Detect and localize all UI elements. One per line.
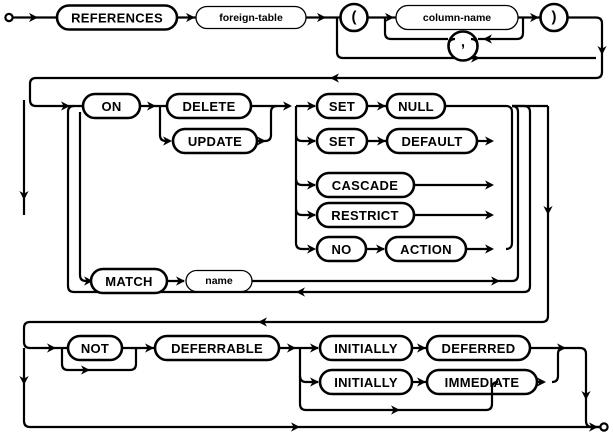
node-delete: DELETE bbox=[165, 92, 253, 120]
node-initially-deferred-initially: INITIALLY bbox=[318, 334, 414, 362]
references-label: REFERENCES bbox=[71, 11, 163, 26]
node-set-default-set: SET bbox=[315, 127, 369, 155]
node-foreign-table: foreign-table bbox=[195, 5, 307, 30]
cascade-label: CASCADE bbox=[332, 178, 398, 193]
match-label: MATCH bbox=[105, 274, 152, 289]
column-name-label: column-name bbox=[423, 12, 491, 24]
rail-update-merge bbox=[257, 104, 278, 143]
rail-initially-bypass-join bbox=[485, 380, 499, 412]
update-label: UPDATE bbox=[188, 134, 242, 149]
rail-actions-merge-column bbox=[505, 104, 514, 251]
not-label: NOT bbox=[81, 341, 109, 356]
node-update: UPDATE bbox=[171, 127, 259, 155]
rail-branch-setdefault bbox=[294, 134, 315, 143]
comma-label: , bbox=[461, 34, 465, 51]
restrict-label: RESTRICT bbox=[331, 208, 398, 223]
name-label: name bbox=[205, 275, 233, 287]
rail-comma-in bbox=[447, 37, 456, 47]
rail-immediate-join-top bbox=[551, 346, 565, 384]
rail-actions-stem bbox=[294, 106, 309, 251]
delete-label: DELETE bbox=[182, 99, 235, 114]
rparen-label: ) bbox=[552, 9, 557, 26]
node-rparen: ) bbox=[539, 2, 569, 33]
rail-paren-bypass bbox=[335, 17, 596, 60]
rail-to-match bbox=[78, 112, 91, 283]
set-null-set-label: SET bbox=[329, 99, 355, 114]
start-terminal-circle bbox=[4, 12, 14, 23]
default-label: DEFAULT bbox=[401, 134, 462, 149]
node-set-null-set: SET bbox=[315, 92, 369, 120]
node-initially-immediate-initially: INITIALLY bbox=[318, 368, 414, 396]
node-not: NOT bbox=[66, 334, 124, 362]
node-column-name: column-name bbox=[395, 4, 519, 31]
node-immediate: IMMEDIATE bbox=[425, 368, 539, 396]
rail-row2-entry bbox=[28, 99, 83, 108]
node-deferrable: DEFERRABLE bbox=[153, 334, 281, 362]
rail-comma-out bbox=[470, 37, 479, 47]
rail-row3-exit bbox=[566, 346, 600, 429]
rail-group3-bypass bbox=[22, 348, 600, 429]
node-match: MATCH bbox=[89, 267, 169, 295]
node-null: NULL bbox=[385, 92, 447, 120]
foreign-table-label: foreign-table bbox=[219, 12, 283, 24]
deferred-label: DEFERRED bbox=[442, 341, 516, 356]
initially-immediate-initially-label: INITIALLY bbox=[334, 375, 398, 390]
node-default: DEFAULT bbox=[385, 127, 479, 155]
rail-match-merge bbox=[252, 112, 520, 283]
deferrable-label: DEFERRABLE bbox=[171, 341, 263, 356]
rail-branch-initially-2 bbox=[298, 375, 318, 384]
no-label: NO bbox=[331, 242, 351, 257]
end-terminal-circle bbox=[599, 422, 609, 432]
node-name: name bbox=[185, 269, 253, 293]
node-references: REFERENCES bbox=[55, 4, 179, 31]
initially-deferred-initially-label: INITIALLY bbox=[334, 341, 398, 356]
rail-on-group-loop bbox=[66, 104, 532, 294]
lparen-label: ( bbox=[352, 9, 357, 26]
immediate-label: IMMEDIATE bbox=[445, 375, 520, 390]
node-lparen: ( bbox=[339, 2, 369, 33]
node-cascade: CASCADE bbox=[315, 171, 416, 199]
node-on: ON bbox=[81, 92, 142, 120]
set-default-set-label: SET bbox=[329, 134, 355, 149]
rail-branch-restrict bbox=[294, 208, 315, 217]
rail-row3-entry bbox=[22, 341, 68, 350]
null-label: NULL bbox=[398, 99, 434, 114]
node-action: ACTION bbox=[384, 235, 468, 263]
rail-row2-to-row3 bbox=[22, 106, 550, 342]
rail-row1-to-row2 bbox=[28, 16, 604, 100]
action-label: ACTION bbox=[400, 242, 452, 257]
rail-branch-cascade bbox=[294, 178, 315, 187]
node-no: NO bbox=[315, 235, 368, 263]
rail-initially-bypass bbox=[298, 348, 486, 412]
on-label: ON bbox=[101, 99, 121, 114]
rail-comma-loop-left bbox=[383, 17, 448, 41]
node-comma: , bbox=[447, 30, 479, 62]
node-deferred: DEFERRED bbox=[425, 334, 532, 362]
rail-comma-loop-right bbox=[478, 17, 525, 41]
rail-not-bypass bbox=[60, 348, 138, 372]
node-restrict: RESTRICT bbox=[315, 201, 416, 229]
